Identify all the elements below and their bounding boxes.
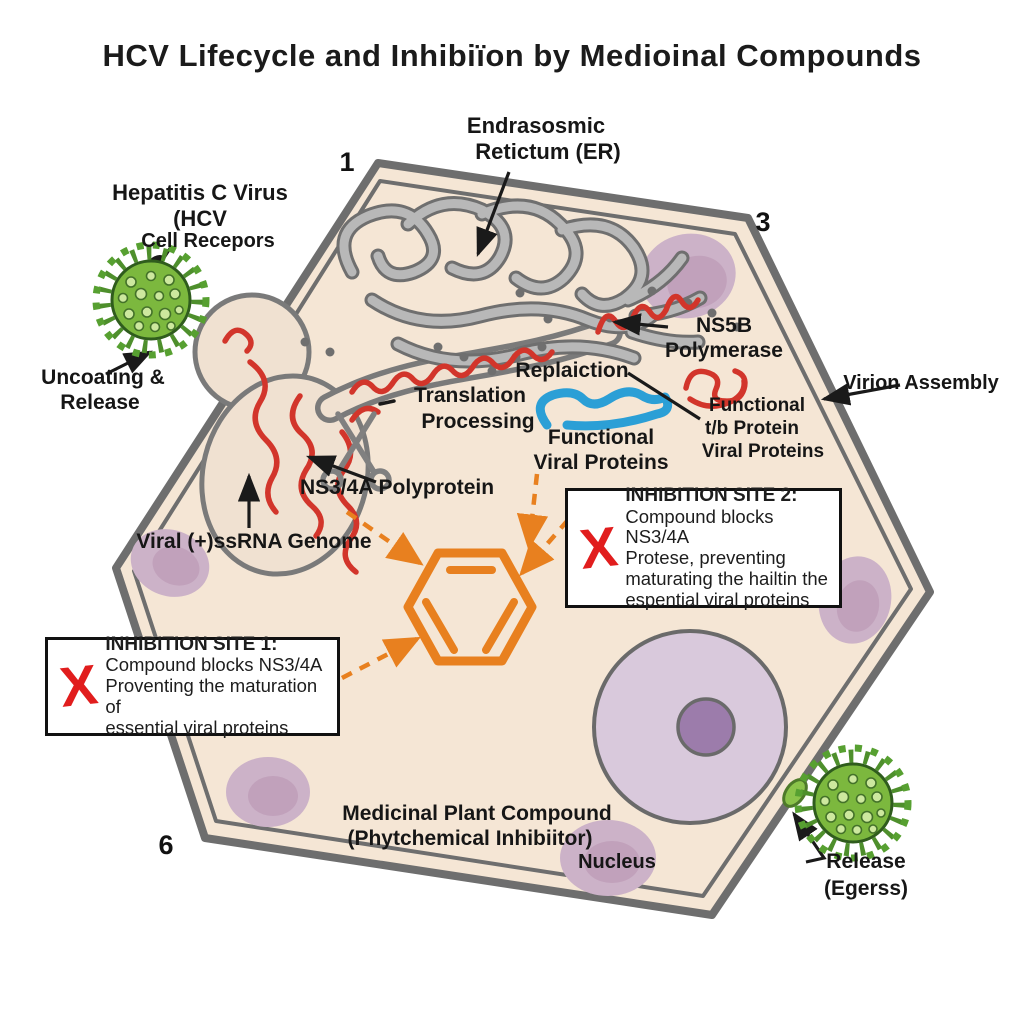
ns5b-arrow	[611, 313, 669, 336]
rna-ns5b-product	[683, 368, 748, 409]
label-virus-name-line1: Hepatitis C Virus	[112, 180, 288, 205]
label-replication: Replaiction	[515, 359, 629, 382]
label-functional-right-line1: Functional	[708, 395, 806, 416]
label-uncoating-line2: Release	[60, 391, 140, 414]
label-ns34a-polyprotein: NS3/4A Polyprotein	[299, 476, 495, 499]
inhibition-site-1-line: essential viral proteins	[105, 717, 289, 739]
ns34a-arrow	[306, 455, 377, 484]
inhibition-site-2-line: espential viral proteins	[625, 589, 810, 611]
label-functional-right-line2: t/b Protein	[705, 418, 799, 439]
inhibition-arrows	[340, 473, 570, 680]
inhibition-site-2-line: Protese, preventing	[625, 547, 786, 569]
label-er-line1: Endrasosmic	[466, 113, 606, 138]
functional-protein-blue	[535, 387, 673, 431]
label-rna-genome: Viral (+)ssRNA Genome	[136, 530, 372, 553]
inhibition-site-1-line: Compound blocks NS3/4A	[105, 654, 323, 676]
label-er-line2: Retictum (ER)	[475, 139, 621, 164]
inhibition-site-1-title: INHIBITION SITE 1:	[105, 633, 278, 655]
label-uncoating-line1: Uncoating &	[41, 366, 165, 389]
label-compound-line2: (Phytchemical Inhibiitor)	[347, 827, 593, 850]
inhibition-site-1-line: Proventing the maturation of	[105, 675, 318, 718]
inhibition-site-1-box: X INHIBITION SITE 1: Compound blocks NS3…	[45, 633, 340, 739]
label-functional-right-line3: Viral Proteins	[701, 441, 825, 462]
label-translation-line2: Processing	[421, 410, 535, 433]
label-functional-center-line2: Viral Proteins	[533, 451, 669, 474]
rna-squiggles	[222, 293, 748, 575]
label-ns5b-line2: Polymerase	[665, 339, 783, 362]
label-functional-center-line1: Functional	[547, 426, 655, 449]
step-number-6: 6	[158, 830, 174, 860]
uncoating-arrow	[105, 350, 153, 376]
label-compound-line1: Medicinal Plant Compound	[342, 802, 612, 825]
label-release-line2: (Egerss)	[823, 877, 909, 900]
label-arrows	[105, 171, 901, 864]
label-virion-assembly: Virion Assembly	[843, 372, 999, 394]
inhibition-site-2-line: maturating the hailtin the	[625, 568, 828, 590]
step-number-1: 1	[339, 147, 355, 177]
entry-vesicle-lower	[199, 373, 371, 577]
diagram-title: HCV Lifecycle and Inhibiïon by Medioinal…	[102, 38, 922, 73]
inhibition-site-2-title: INHIBITION SITE 2:	[625, 485, 798, 507]
benzene-ring-icon	[403, 548, 537, 666]
inhibition-site-2-box: X INHIBITION SITE 2: Compound blocks NS3…	[565, 485, 842, 611]
label-release-line1: Release	[826, 850, 906, 873]
release-arrow	[792, 811, 827, 864]
label-nucleus: Nucleus	[578, 851, 656, 873]
tick-mark	[378, 399, 396, 406]
label-virus-name-line2: (HCV	[173, 206, 227, 231]
step-number-3: 3	[755, 207, 771, 237]
hcv-virus-entry-icon	[96, 245, 206, 355]
er-arrow	[476, 171, 511, 257]
nucleolus-shape	[676, 697, 736, 757]
red-x-icon: X	[56, 652, 101, 720]
red-x-icon: X	[576, 514, 621, 581]
inhibition-site-2-line: Compound blocks NS3/4A	[625, 505, 774, 548]
label-ns5b-line1: NS5B	[695, 314, 753, 337]
replication-leader-line	[627, 371, 701, 421]
label-translation-line1: Translation	[413, 384, 527, 407]
virion-assembly-arrow	[820, 383, 901, 406]
label-cell-receptors: Cell Recepors	[141, 230, 275, 252]
